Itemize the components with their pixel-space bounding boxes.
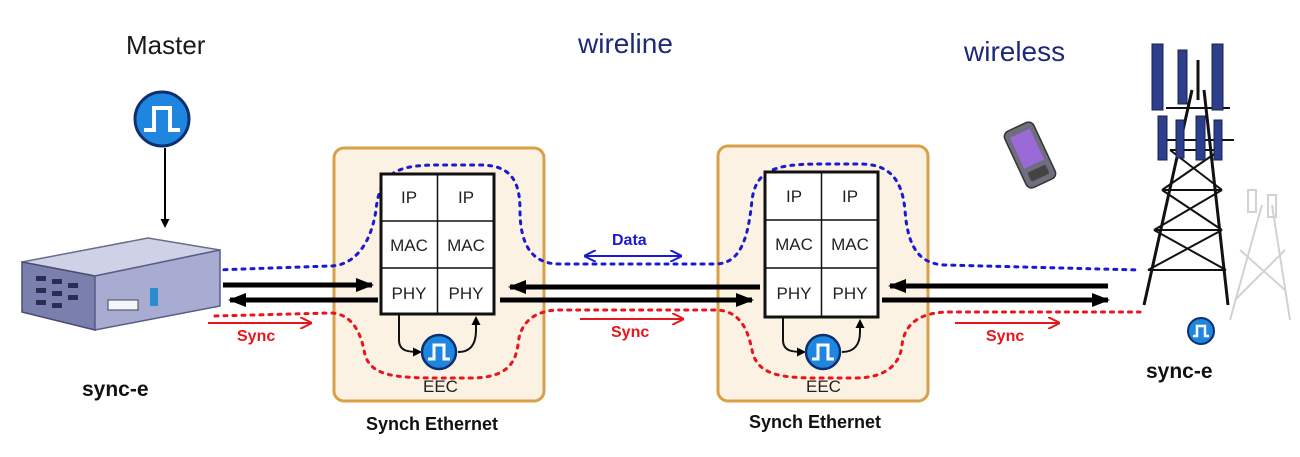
wireline-label: wireline xyxy=(578,28,673,59)
clock-pulse-icon xyxy=(133,90,191,148)
sync-e-label-right: sync-e xyxy=(1146,360,1213,383)
stack-cell-phy: PHY xyxy=(776,284,812,303)
mobile-phone-icon xyxy=(1003,121,1057,189)
data-label: Data xyxy=(612,232,647,249)
stack-cell-phy: PHY xyxy=(832,284,868,303)
stack-cell-phy: PHY xyxy=(448,284,484,303)
stack-cell-mac: MAC xyxy=(390,236,428,255)
stack-cell-mac: MAC xyxy=(831,235,869,254)
protocol-stack-right xyxy=(763,170,880,319)
eec-label-left: EEC xyxy=(423,377,458,396)
stack-cell-mac: MAC xyxy=(775,235,813,254)
clock-pulse-icon xyxy=(1187,317,1215,345)
clock-pulse-icon xyxy=(420,333,458,371)
eec-loop-right xyxy=(782,317,865,357)
protocol-stack-left xyxy=(379,172,496,316)
sync-path-dotted xyxy=(213,308,1142,380)
eec-label-right: EEC xyxy=(806,377,841,396)
eec-loop-left xyxy=(398,314,481,357)
sync-label: Sync xyxy=(986,328,1025,345)
stack-cell-ip: IP xyxy=(841,187,859,206)
master-label: Master xyxy=(126,30,206,60)
sync-label: Sync xyxy=(237,328,276,345)
sync-e-label-left: sync-e xyxy=(82,378,149,401)
wireless-label: wireless xyxy=(964,36,1066,67)
stack-cell-ip: IP xyxy=(785,187,803,206)
sync-label: Sync xyxy=(611,324,650,341)
clock-pulse-icon xyxy=(804,333,842,371)
server-device-icon xyxy=(21,237,221,331)
stack-cell-mac: MAC xyxy=(447,236,485,255)
sync-arrows xyxy=(208,319,1058,323)
link-arrows xyxy=(223,278,1110,307)
synch-ethernet-label-left: Synch Ethernet xyxy=(366,414,499,434)
synch-ethernet-label-right: Synch Ethernet xyxy=(749,412,882,432)
stack-cell-ip: IP xyxy=(400,188,418,207)
stack-cell-ip: IP xyxy=(457,188,475,207)
cell-tower-icon xyxy=(1142,43,1291,321)
stack-cell-phy: PHY xyxy=(391,284,427,303)
